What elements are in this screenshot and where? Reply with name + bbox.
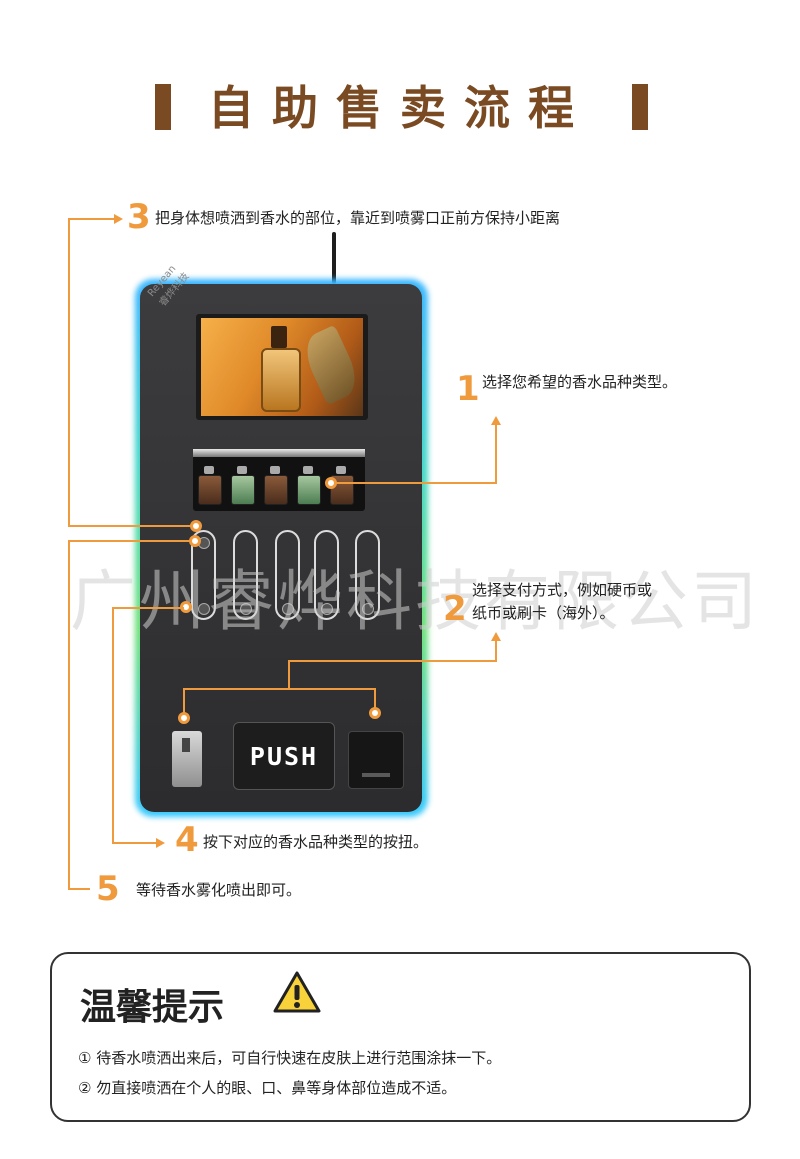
step-2-number: 2 xyxy=(443,589,467,629)
connector-5-top xyxy=(68,540,193,542)
coin-slot xyxy=(182,738,190,752)
step-1-text: 选择您希望的香水品种类型。 xyxy=(482,373,678,391)
perfume-ad-image xyxy=(201,318,363,416)
arrow-1 xyxy=(491,416,501,425)
connector-5-bottom xyxy=(68,888,90,890)
step-3-text: 把身体想喷洒到香水的部位，靠近到喷雾口正前方保持小距离 xyxy=(155,209,561,227)
connector-1-horizontal xyxy=(336,482,496,484)
connector-5-vertical xyxy=(68,540,70,890)
perfume-4 xyxy=(297,475,321,505)
point-2-card xyxy=(369,707,381,719)
connector-3-top xyxy=(68,218,116,220)
step-2-text-line2: 纸币或刷卡（海外）。 xyxy=(472,604,615,622)
connector-2-left xyxy=(183,688,185,716)
connector-2-right xyxy=(374,688,376,710)
arrow-2 xyxy=(491,632,501,641)
leaf-decoration xyxy=(298,324,363,406)
push-button[interactable]: PUSH xyxy=(233,722,335,790)
selection-slot-4[interactable] xyxy=(314,530,339,620)
connector-4-top xyxy=(112,607,184,609)
connector-2-bridge xyxy=(183,688,376,690)
point-1 xyxy=(325,477,337,489)
step-1-number: 1 xyxy=(456,369,480,409)
tip-item-1: ① 待香水喷洒出来后，可自行快速在皮肤上进行范围涂抹一下。 xyxy=(78,1049,502,1067)
perfume-bottle xyxy=(261,348,301,412)
card-slot xyxy=(362,773,390,777)
bottle-cap-4 xyxy=(303,466,313,474)
title-bar-right xyxy=(632,84,648,130)
tips-title: 温馨提示 xyxy=(80,987,225,1028)
step-3-number: 3 xyxy=(127,197,151,237)
connector-4-vertical xyxy=(112,607,114,843)
select-button-5[interactable] xyxy=(362,603,374,615)
step-5-number: 5 xyxy=(96,869,120,909)
antenna xyxy=(332,232,336,284)
perfume-1 xyxy=(198,475,222,505)
arrow-4 xyxy=(156,838,165,848)
bottle-cap-3 xyxy=(270,466,280,474)
tips-box xyxy=(50,952,751,1122)
step-4-number: 4 xyxy=(175,820,199,860)
page-title: 自助售卖流程 xyxy=(208,81,592,135)
bottle-cap-5 xyxy=(336,466,346,474)
title-bar-left xyxy=(155,84,171,130)
selection-slot-1[interactable] xyxy=(191,530,216,620)
connector-2-horizontal xyxy=(288,660,496,662)
arrow-3 xyxy=(114,214,123,224)
bottle-cap-1 xyxy=(204,466,214,474)
connector-3-vertical xyxy=(68,218,70,526)
connector-4-bottom xyxy=(112,842,158,844)
card-reader[interactable] xyxy=(348,731,404,789)
connector-1-vertical xyxy=(495,424,497,484)
perfume-3 xyxy=(264,475,288,505)
step-2-text-line1: 选择支付方式，例如硬币或 xyxy=(472,581,653,599)
bottle-cap-2 xyxy=(237,466,247,474)
tip-item-2: ② 勿直接喷洒在个人的眼、口、鼻等身体部位造成不适。 xyxy=(78,1079,457,1097)
select-button-2[interactable] xyxy=(240,603,252,615)
selection-slot-2[interactable] xyxy=(233,530,258,620)
warning-icon xyxy=(273,971,321,1013)
bottle-cap xyxy=(271,326,287,348)
point-3 xyxy=(190,520,202,532)
select-button-4[interactable] xyxy=(321,603,333,615)
connector-2-stem xyxy=(288,660,290,688)
select-button-3[interactable] xyxy=(282,603,294,615)
point-5 xyxy=(189,535,201,547)
step-4-text: 按下对应的香水品种类型的按扭。 xyxy=(203,833,429,851)
select-button-1[interactable] xyxy=(198,603,210,615)
perfume-2 xyxy=(231,475,255,505)
connector-2-vertical xyxy=(495,640,497,662)
connector-3-bottom xyxy=(68,525,192,527)
selection-slot-3[interactable] xyxy=(275,530,300,620)
point-2-coin xyxy=(178,712,190,724)
selection-slot-5[interactable] xyxy=(355,530,380,620)
shelf-light xyxy=(193,449,365,457)
step-5-text: 等待香水雾化喷出即可。 xyxy=(136,881,302,899)
